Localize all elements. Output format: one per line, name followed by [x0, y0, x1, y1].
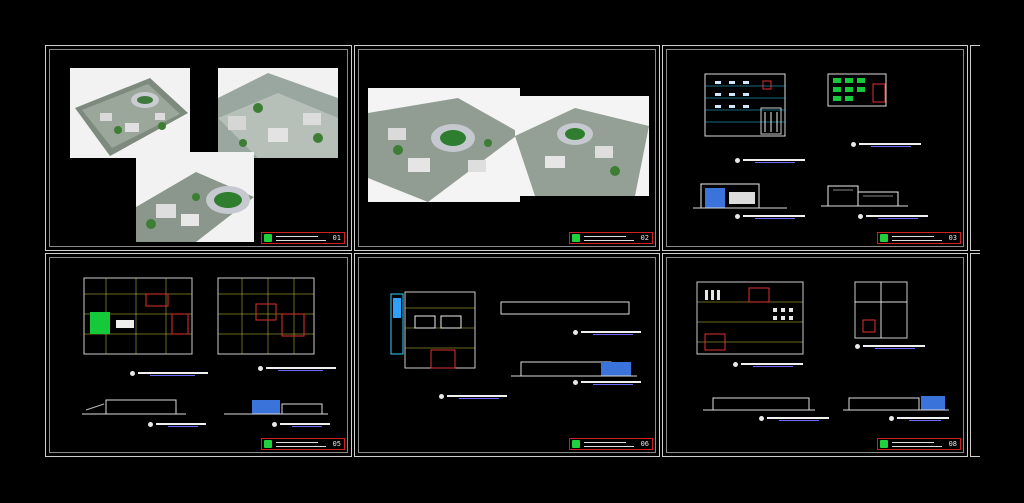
drawing-label	[858, 214, 928, 220]
floor-plan-drawings	[693, 73, 908, 209]
logo-icon	[264, 234, 272, 242]
drawing-label	[439, 394, 509, 400]
sheet-number: 08	[948, 440, 957, 448]
logo-icon	[264, 440, 272, 448]
drawing-label	[889, 416, 949, 422]
title-block: 02	[569, 232, 653, 244]
floor-plan-drawings	[696, 281, 949, 411]
logo-icon	[572, 234, 580, 242]
sheet-number: 01	[332, 234, 341, 242]
sheet-inner-border	[49, 257, 348, 453]
title-block: 08	[877, 438, 961, 450]
render-image-stadium-1[interactable]	[368, 88, 520, 202]
title-block: 05	[261, 438, 345, 450]
title-block: 03	[877, 232, 961, 244]
logo-icon	[572, 440, 580, 448]
drawing-label	[148, 422, 208, 428]
sheet-inner-border	[358, 49, 656, 247]
sheet-inner-border	[666, 49, 964, 247]
sheet-inner-border	[358, 257, 656, 453]
drawing-label	[735, 158, 805, 164]
city-render-icon	[218, 73, 338, 158]
stadium-render-icon	[136, 172, 254, 242]
render-image-stadium[interactable]	[136, 152, 254, 242]
logo-icon	[880, 234, 888, 242]
drawing-label	[851, 142, 921, 148]
sheet-number: 06	[640, 440, 649, 448]
drawing-label	[272, 422, 332, 428]
floor-plan-drawings	[390, 291, 637, 377]
render-image-stadium-2[interactable]	[515, 96, 649, 196]
sheet-number: 05	[332, 440, 341, 448]
stadium-render-icon	[515, 108, 649, 196]
title-block: 06	[569, 438, 653, 450]
sheet-6[interactable]: 08	[662, 253, 968, 457]
sheet-4[interactable]: 05	[45, 253, 352, 457]
sheet-inner-border	[666, 257, 964, 453]
drawing-label	[733, 362, 803, 368]
sheet-5[interactable]: 06	[354, 253, 660, 457]
drawing-label	[735, 214, 805, 220]
sheet-partial-top[interactable]	[970, 45, 980, 251]
sheet-2[interactable]: 02	[354, 45, 660, 251]
drawing-label	[258, 366, 338, 372]
city-render-icon	[75, 78, 188, 156]
sheet-3[interactable]: 03	[662, 45, 968, 251]
drawing-label	[759, 416, 829, 422]
title-block: 01	[261, 232, 345, 244]
drawing-label	[573, 330, 643, 336]
stadium-render-icon	[368, 98, 520, 202]
drawing-label	[130, 371, 210, 377]
render-image-aerial-1[interactable]	[70, 68, 190, 158]
drawing-label	[855, 344, 925, 350]
drawing-label	[573, 380, 643, 386]
floor-plan-drawings	[82, 277, 328, 415]
sheet-partial-bottom[interactable]	[970, 253, 980, 457]
sheet-1[interactable]: 01	[45, 45, 352, 251]
logo-icon	[880, 440, 888, 448]
sheet-inner-border	[49, 49, 348, 247]
sheet-number: 02	[640, 234, 649, 242]
render-image-aerial-2[interactable]	[218, 68, 338, 158]
sheet-number: 03	[948, 234, 957, 242]
